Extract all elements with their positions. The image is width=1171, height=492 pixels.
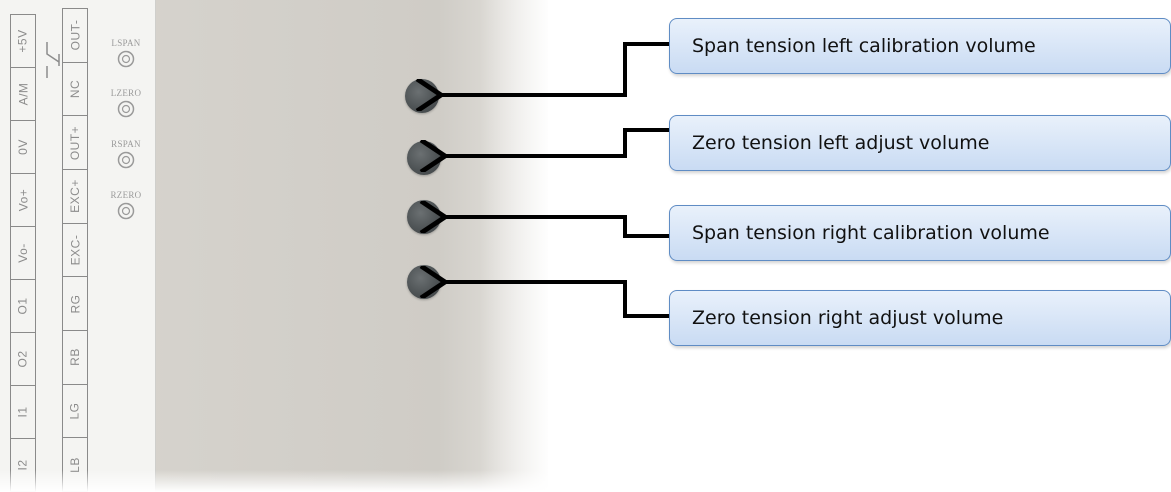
- arrow-rzero: [441, 282, 669, 318]
- arrow-lzero: [441, 128, 669, 156]
- arrow-lspan: [437, 42, 669, 95]
- terminal-label: OUT+: [63, 115, 87, 169]
- pot-label: RSPAN: [111, 139, 141, 149]
- terminal-label: RB: [63, 330, 87, 384]
- potentiometer-icon: [117, 151, 135, 169]
- terminal-label-strip: +5V A/M 0V Vo+ Vo- O1 O2 I1 I2 OUT- NC O…: [0, 0, 156, 492]
- left-terminal-column: +5V A/M 0V Vo+ Vo- O1 O2 I1 I2: [10, 14, 36, 492]
- callout-span-left: Span tension left calibration volume: [669, 18, 1171, 74]
- pot-label: RZERO: [110, 190, 142, 200]
- pot-label: LZERO: [110, 88, 142, 98]
- terminal-label: Vo+: [11, 173, 35, 226]
- photo-edge-fade: [480, 0, 560, 492]
- callout-text: Zero tension left adjust volume: [692, 132, 990, 154]
- callout-zero-right: Zero tension right adjust volume: [669, 290, 1171, 346]
- potentiometer-icon: [117, 50, 135, 68]
- terminal-label: EXC+: [63, 169, 87, 223]
- arrow-rspan: [441, 217, 669, 238]
- terminal-label: LB: [63, 437, 87, 491]
- pot-lspan: LSPAN: [103, 38, 149, 68]
- terminal-label: NC: [63, 61, 87, 116]
- potentiometer-icon: [117, 202, 135, 220]
- callout-text: Span tension left calibration volume: [692, 35, 1036, 57]
- terminal-label: EXC-: [63, 222, 87, 277]
- pot-rspan: RSPAN: [103, 139, 149, 169]
- terminal-label: I2: [11, 438, 35, 491]
- terminal-label: LG: [63, 383, 87, 438]
- terminal-label: Vo-: [11, 226, 35, 279]
- callout-text: Zero tension right adjust volume: [692, 307, 1004, 329]
- terminal-label: O1: [11, 279, 35, 332]
- terminal-label: OUT-: [63, 8, 87, 62]
- callout-zero-left: Zero tension left adjust volume: [669, 115, 1171, 171]
- terminal-label: 0V: [11, 120, 35, 173]
- terminal-label: RG: [63, 276, 87, 330]
- terminal-label: +5V: [11, 14, 35, 67]
- pot-rzero: RZERO: [103, 190, 149, 220]
- terminal-label: A/M: [11, 67, 35, 120]
- potentiometer-icon: [117, 100, 135, 118]
- callout-span-right: Span tension right calibration volume: [669, 205, 1171, 261]
- relay-switch-icon: [46, 42, 60, 78]
- callout-text: Span tension right calibration volume: [692, 222, 1050, 244]
- photo-bottom-fade: [0, 470, 560, 492]
- terminal-label: O2: [11, 332, 35, 385]
- terminal-label: I1: [11, 385, 35, 438]
- controller-panel-photo: +5V A/M 0V Vo+ Vo- O1 O2 I1 I2 OUT- NC O…: [0, 0, 548, 492]
- pot-lzero: LZERO: [103, 88, 149, 118]
- pot-label: LSPAN: [111, 38, 141, 48]
